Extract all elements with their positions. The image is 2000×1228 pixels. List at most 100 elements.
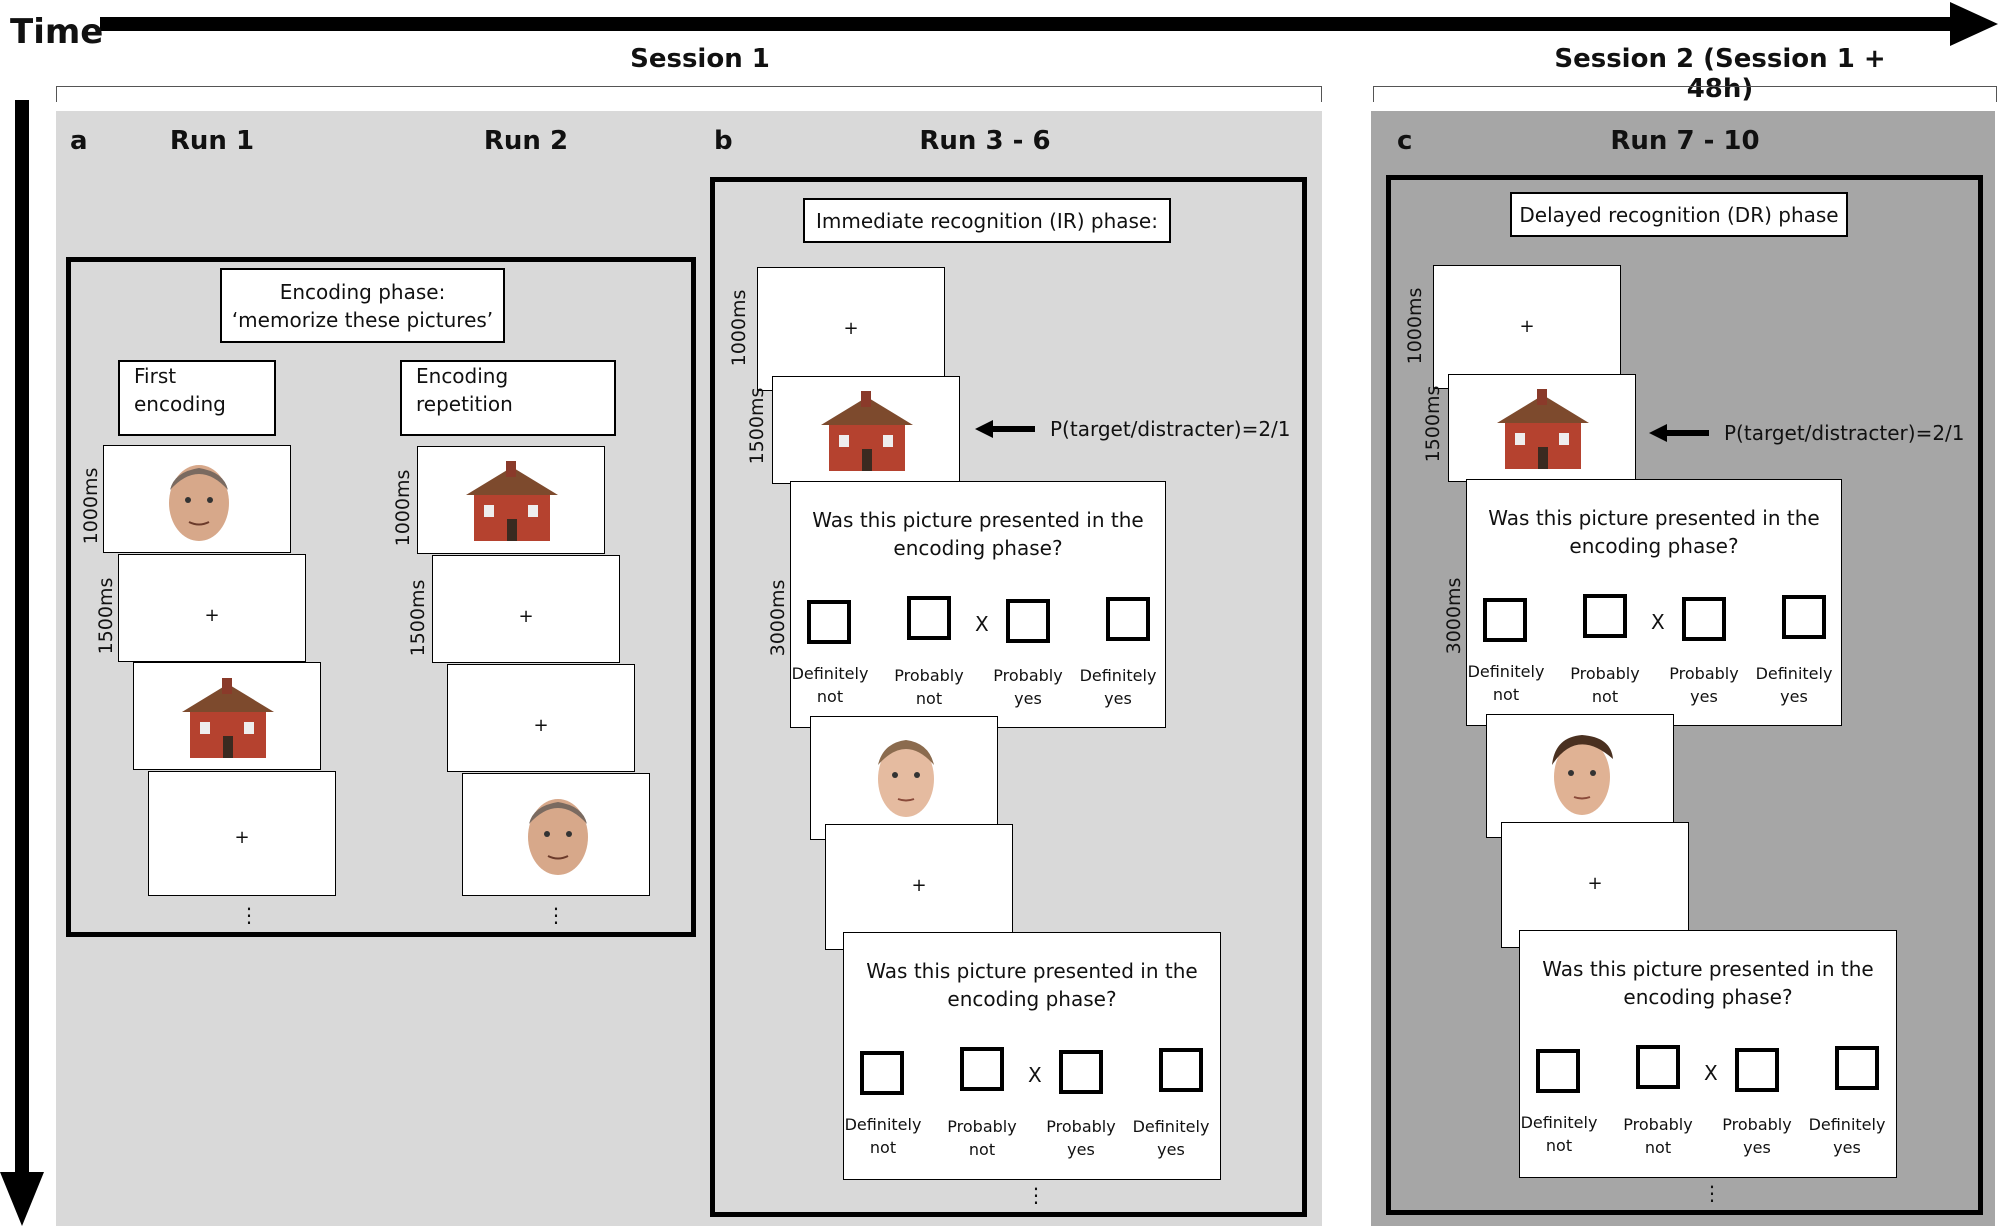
checkbox-definitely-yes bbox=[1159, 1048, 1203, 1092]
ir-question-screen-2: Was this picture presented in the encodi… bbox=[843, 932, 1221, 1180]
dr-face-screen bbox=[1486, 714, 1674, 838]
duration-1500ms-run1: 1500ms bbox=[95, 577, 117, 655]
ir-ratio-text: P(target/distracter)=2/1 bbox=[1050, 417, 1291, 441]
checkbox-definitely-not bbox=[807, 600, 851, 644]
duration-1500ms-run2: 1500ms bbox=[407, 579, 429, 657]
ir-fixation-screen-1: + bbox=[757, 267, 945, 391]
dr-question-screen-1: Was this picture presented in the encodi… bbox=[1466, 479, 1842, 726]
delayed-recognition-frame bbox=[1386, 175, 1983, 1215]
checkbox-probably-not bbox=[1636, 1045, 1680, 1089]
fixation-cross: + bbox=[1587, 873, 1603, 894]
face-icon bbox=[878, 740, 934, 817]
dr-ratio-text: P(target/distracter)=2/1 bbox=[1724, 421, 1965, 445]
checkbox-probably-yes bbox=[1059, 1050, 1103, 1094]
checkbox-definitely-yes bbox=[1835, 1046, 1879, 1090]
continuation-dots: ⋮ bbox=[1026, 1183, 1046, 1207]
first-encoding-text-1: First bbox=[134, 364, 177, 388]
encoding-repetition-label: Encoding repetition bbox=[400, 360, 616, 436]
session2-bracket bbox=[1373, 86, 1997, 102]
time-horizontal-arrow-head bbox=[1950, 2, 1998, 46]
checkbox-probably-not bbox=[960, 1047, 1004, 1091]
panel-c-letter: c bbox=[1397, 126, 1413, 156]
session2-label: Session 2 (Session 1 + 48h) bbox=[1554, 44, 1886, 104]
panel-a-letter: a bbox=[70, 126, 88, 156]
fixation-cross: + bbox=[518, 606, 534, 627]
selection-x-mark: X bbox=[975, 612, 989, 636]
panel-b-letter: b bbox=[714, 126, 733, 156]
immediate-recognition-label: Immediate recognition (IR) phase: bbox=[803, 198, 1171, 243]
fixation-cross: + bbox=[234, 827, 250, 848]
run1-house-screen bbox=[133, 662, 321, 770]
duration-3000ms-dr: 3000ms bbox=[1443, 577, 1465, 655]
checkbox-probably-yes bbox=[1735, 1048, 1779, 1092]
time-vertical-arrow-head bbox=[0, 1172, 44, 1226]
dr-question-screen-2: Was this picture presented in the encodi… bbox=[1519, 930, 1897, 1178]
run2-house-screen bbox=[417, 446, 605, 554]
house-icon bbox=[1497, 389, 1589, 469]
session1-bracket bbox=[56, 86, 1322, 102]
fixation-cross: + bbox=[1519, 316, 1535, 337]
first-encoding-text-2: encoding bbox=[134, 392, 226, 416]
checkbox-definitely-not bbox=[1483, 598, 1527, 642]
checkbox-definitely-not bbox=[860, 1051, 904, 1095]
run3-6-label: Run 3 - 6 bbox=[919, 126, 1051, 156]
time-vertical-arrow-shaft bbox=[15, 100, 29, 1180]
time-horizontal-arrow-shaft bbox=[100, 17, 1960, 31]
face-icon bbox=[1552, 735, 1613, 815]
house-icon bbox=[821, 391, 913, 471]
arrow-left-icon bbox=[1649, 424, 1709, 442]
run1-fixation-screen-2: + bbox=[148, 771, 336, 896]
run2-fixation-screen-1: + bbox=[432, 555, 620, 663]
question-text-2: encoding phase? bbox=[947, 987, 1117, 1011]
fixation-cross: + bbox=[843, 318, 859, 339]
fixation-cross: + bbox=[533, 715, 549, 736]
ir-face-screen bbox=[810, 716, 998, 840]
question-text-1: Was this picture presented in the bbox=[1488, 506, 1820, 530]
checkbox-probably-not bbox=[907, 596, 951, 640]
encoding-repetition-text-2: repetition bbox=[416, 392, 513, 416]
dr-fixation-screen-1: + bbox=[1433, 265, 1621, 389]
ir-question-screen-1: Was this picture presented in the encodi… bbox=[790, 481, 1166, 728]
run2-face-screen bbox=[462, 773, 650, 896]
session1-label: Session 1 bbox=[630, 44, 770, 74]
house-icon bbox=[466, 461, 558, 541]
encoding-instruction-text: ‘memorize these pictures’ bbox=[231, 307, 494, 332]
immediate-recognition-frame bbox=[710, 177, 1307, 1217]
continuation-dots: ⋮ bbox=[1702, 1181, 1722, 1205]
arrow-left-icon bbox=[975, 420, 1035, 438]
checkbox-definitely-not bbox=[1536, 1049, 1580, 1093]
checkbox-probably-yes bbox=[1682, 597, 1726, 641]
encoding-repetition-text-1: Encoding bbox=[416, 364, 509, 388]
question-text-1: Was this picture presented in the bbox=[866, 959, 1198, 983]
checkbox-definitely-yes bbox=[1782, 595, 1826, 639]
encoding-phase-label: Encoding phase: ‘memorize these pictures… bbox=[220, 268, 505, 343]
fixation-cross: + bbox=[204, 605, 220, 626]
encoding-phase-text: Encoding phase: bbox=[279, 279, 446, 304]
question-text-2: encoding phase? bbox=[893, 536, 1063, 560]
time-label: Time bbox=[10, 12, 104, 52]
ir-fixation-screen-2: + bbox=[825, 824, 1013, 950]
duration-1500ms-ir: 1500ms bbox=[746, 387, 768, 465]
first-encoding-label: First encoding bbox=[118, 360, 276, 436]
run1-face-screen bbox=[103, 445, 291, 553]
run2-label: Run 2 bbox=[483, 126, 569, 156]
ir-house-screen bbox=[772, 376, 960, 484]
checkbox-probably-not bbox=[1583, 594, 1627, 638]
selection-x-mark: X bbox=[1028, 1063, 1042, 1087]
run1-label: Run 1 bbox=[169, 126, 255, 156]
fixation-cross: + bbox=[911, 875, 927, 896]
